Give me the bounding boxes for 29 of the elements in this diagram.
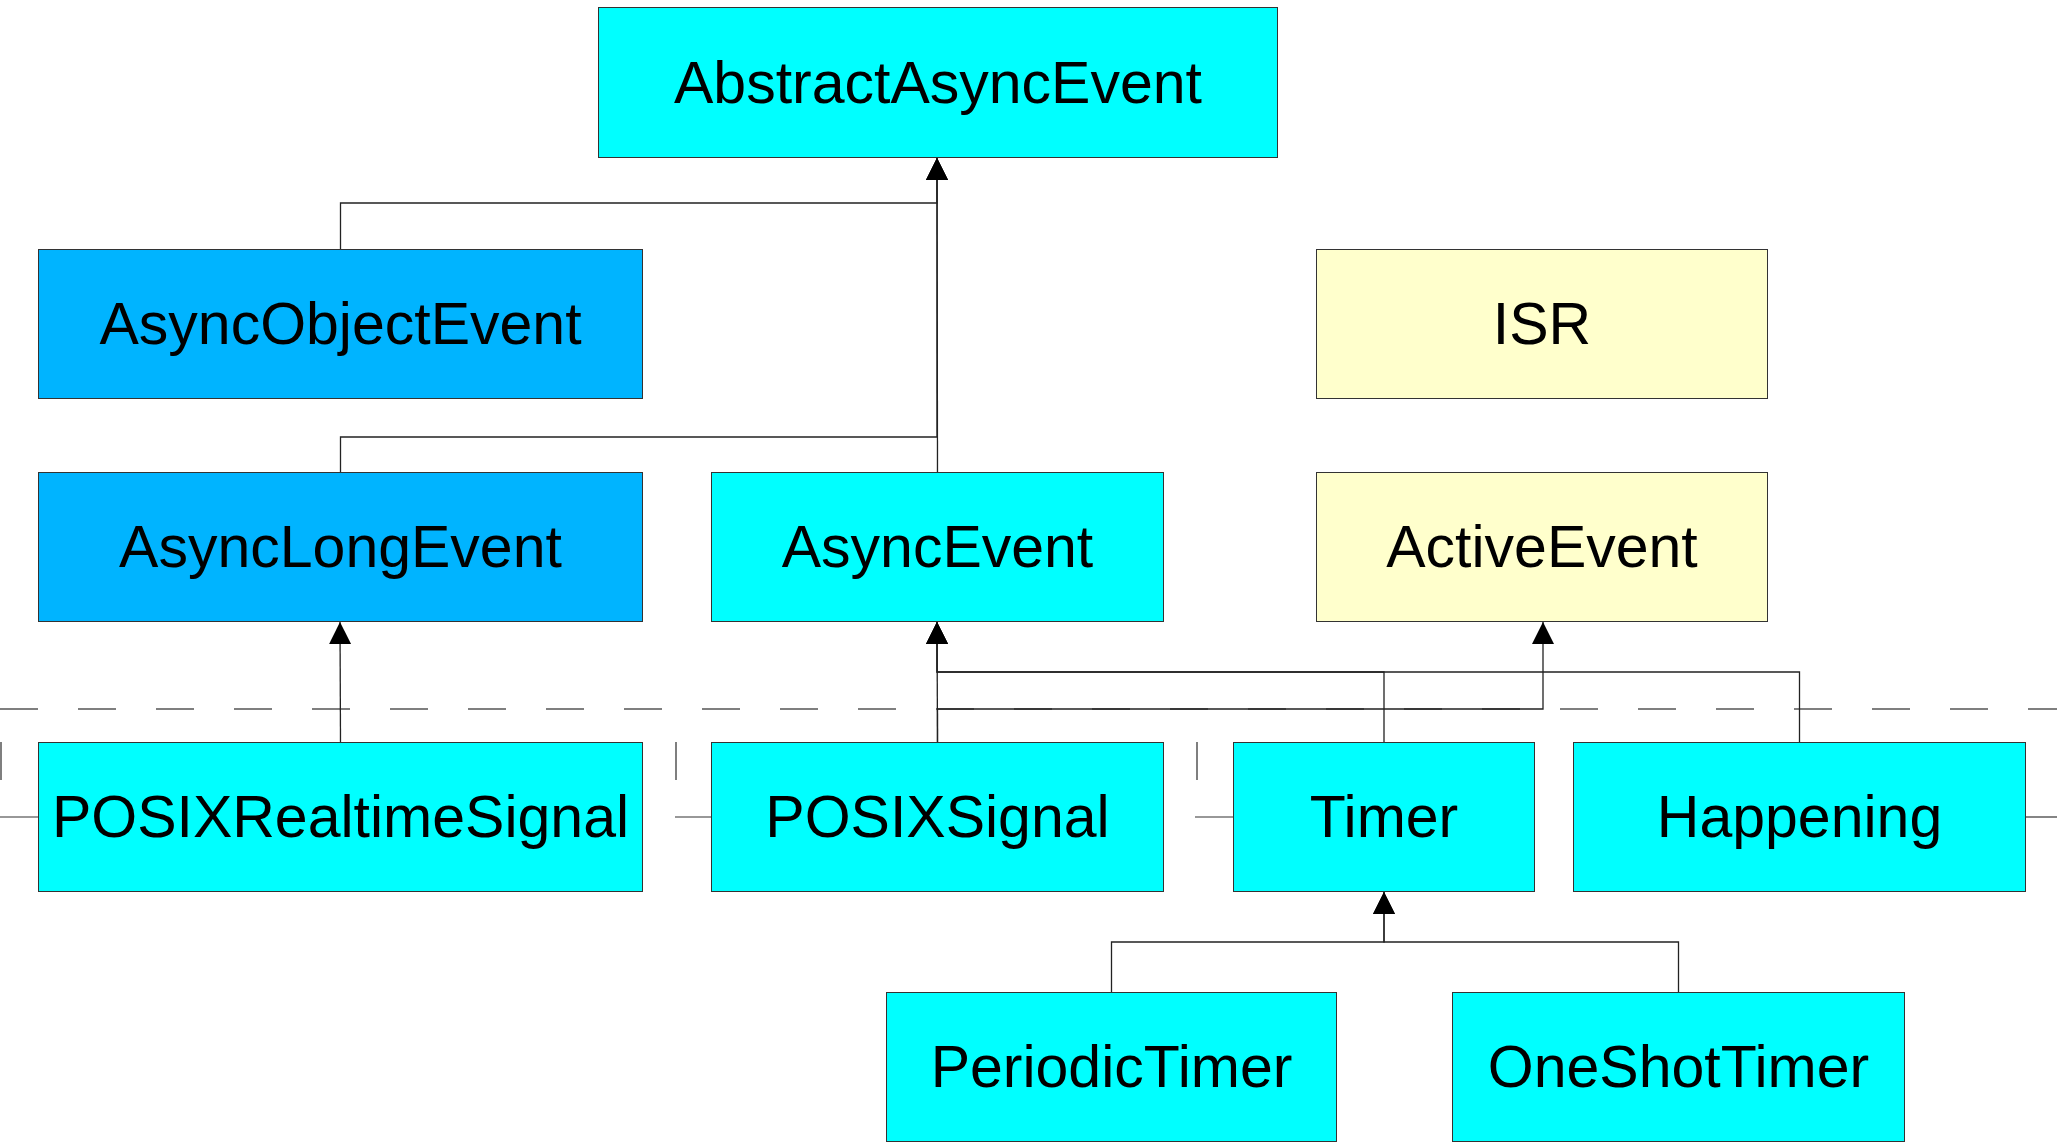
class-name: AbstractAsyncEvent	[674, 48, 1202, 117]
class-name: POSIXSignal	[765, 783, 1110, 851]
class-name: POSIXRealtimeSignal	[51, 783, 630, 851]
inheritance-arrow	[926, 621, 1801, 743]
class-name: AsyncObjectEvent	[99, 290, 582, 358]
class-box	[38, 742, 643, 892]
class-box	[711, 742, 1164, 892]
inheritance-arrow	[1373, 891, 1680, 993]
class-box	[1452, 992, 1905, 1142]
class-box	[886, 992, 1337, 1142]
inheritance-arrow	[936, 621, 1554, 743]
class-box	[38, 249, 643, 399]
class-name: ActiveEvent	[1386, 513, 1698, 581]
class-box	[38, 472, 643, 622]
class-name: AsyncLongEvent	[119, 513, 562, 581]
inheritance-arrow	[329, 621, 352, 743]
class-box	[1573, 742, 2026, 892]
class-name: PeriodicTimer	[930, 1033, 1293, 1101]
inheritance-arrow	[926, 157, 949, 473]
class-box	[598, 7, 1278, 158]
class-name: Happening	[1656, 783, 1943, 851]
class-box	[1233, 742, 1535, 892]
class-name: ISR	[1492, 290, 1592, 358]
class-name: AsyncEvent	[781, 513, 1094, 581]
class-box	[1316, 472, 1768, 622]
class-name: Timer	[1309, 783, 1459, 851]
class-name: OneShotTimer	[1487, 1033, 1870, 1101]
class-box	[1316, 249, 1768, 399]
class-box	[711, 472, 1164, 622]
